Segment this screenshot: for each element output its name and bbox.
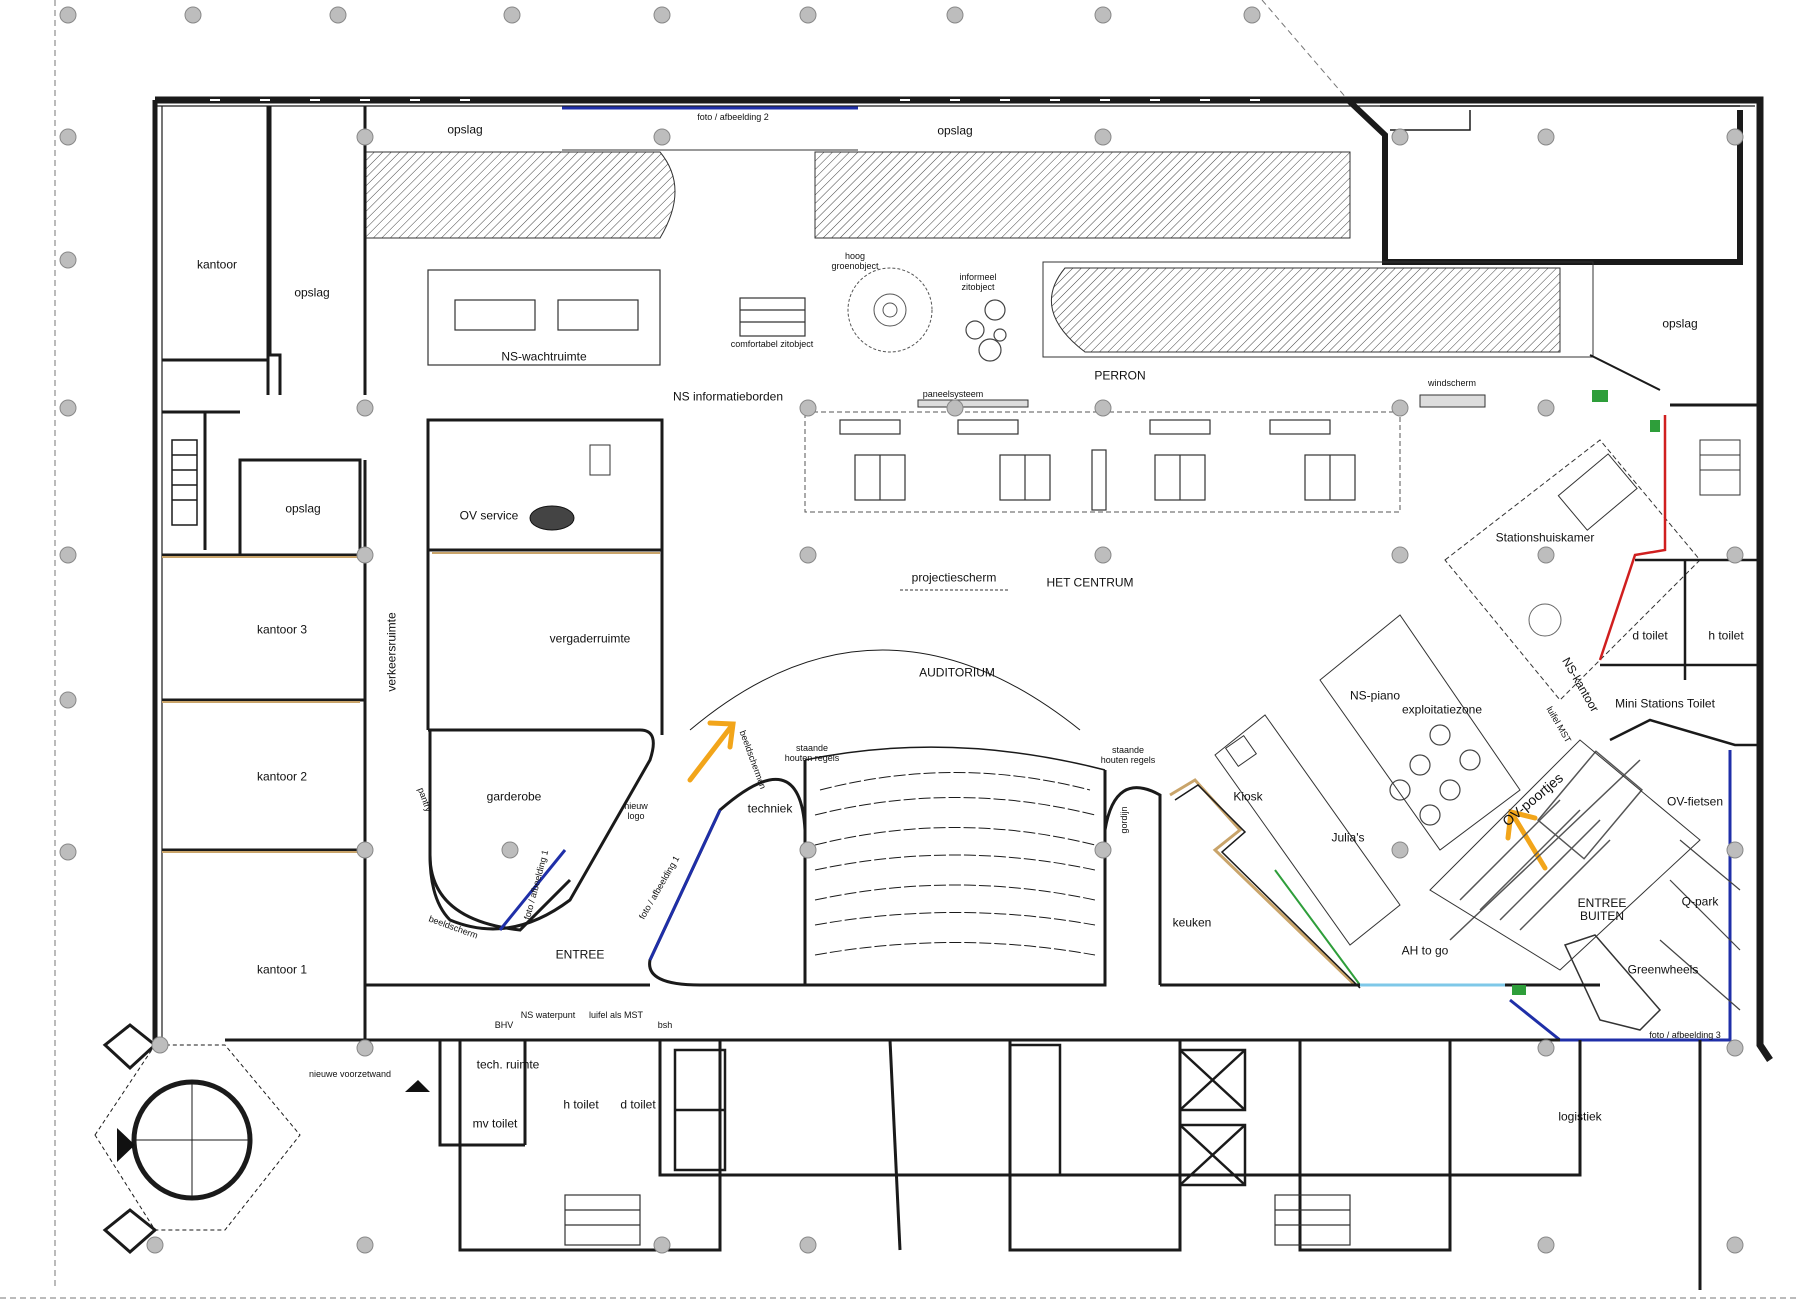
label-greenwheels: Greenwheels bbox=[1627, 962, 1699, 977]
label-staande-houten-regels-right: staande houten regels bbox=[1100, 745, 1156, 765]
label-ns-informatieborden: NS informatieborden bbox=[672, 389, 784, 404]
label-comfortabel-zitobject: comfortabel zitobject bbox=[730, 339, 814, 350]
elevators bbox=[673, 1043, 1247, 1187]
room-mv-toilet: mv toilet bbox=[472, 1116, 518, 1131]
label-bsh: bsh bbox=[657, 1020, 673, 1031]
ov-service-desk bbox=[529, 505, 575, 531]
label-beeldscherm: beeldscherm bbox=[427, 913, 480, 941]
tree-object bbox=[847, 267, 933, 353]
room-kantoor-2: kantoor 2 bbox=[256, 769, 308, 784]
label-bhv: BHV bbox=[494, 1020, 514, 1031]
label-nieuwe-voorzetwand: nieuwe voorzetwand bbox=[308, 1069, 392, 1080]
label-paneelsysteem: paneelsysteem bbox=[922, 389, 984, 400]
entree-buiten-zone bbox=[1429, 739, 1701, 971]
stair-left bbox=[171, 439, 198, 526]
revolving-door bbox=[94, 1023, 301, 1254]
exit-sign-icon bbox=[1592, 390, 1608, 402]
room-opslag-left: opslag bbox=[294, 285, 330, 300]
room-opslag-mid-left: opslag bbox=[285, 501, 321, 516]
hatched-area-right bbox=[1050, 267, 1561, 353]
arrow-up-icon bbox=[687, 720, 1548, 871]
label-staande-houten-regels-left: staande houten regels bbox=[784, 743, 840, 763]
label-beeldschermen: beeldschermen bbox=[737, 729, 769, 791]
arrow-right-icon bbox=[117, 1128, 135, 1162]
room-kantoor: kantoor bbox=[196, 257, 238, 272]
label-ov-fietsen: OV-fietsen bbox=[1666, 794, 1724, 809]
label-informeel-zitobject: informeel zitobject bbox=[959, 272, 997, 292]
label-foto-3: foto / afbeelding 3 bbox=[1649, 1030, 1721, 1041]
label-pantry: pantry bbox=[415, 786, 434, 814]
exploitatie-seats bbox=[1389, 724, 1481, 826]
label-projectiescherm: projectiescherm bbox=[911, 570, 997, 585]
room-d-toilet: d toilet bbox=[620, 1097, 656, 1112]
label-entree: ENTREE bbox=[555, 947, 605, 962]
room-opslag-top-left: opslag bbox=[447, 122, 483, 137]
hatched-area-mid bbox=[814, 151, 1351, 239]
label-gordijn: gordijn bbox=[1119, 806, 1130, 834]
room-keuken: keuken bbox=[1172, 915, 1212, 930]
q-park-ramps bbox=[1659, 839, 1741, 1011]
label-ov-poortjes: OV-poortjes bbox=[1499, 769, 1567, 830]
room-logistiek: logistiek bbox=[1558, 1109, 1602, 1124]
label-q-park: Q-park bbox=[1681, 894, 1719, 909]
red-wall bbox=[1598, 415, 1667, 661]
car-greenwheels bbox=[1563, 934, 1662, 1031]
label-ns-piano: NS-piano bbox=[1349, 688, 1401, 703]
room-vergaderruimte: vergaderruimte bbox=[549, 631, 631, 646]
auditorium bbox=[689, 649, 1107, 987]
label-nieuw-logo: nieuw logo bbox=[624, 801, 648, 821]
label-entree-buiten: ENTREE BUITEN bbox=[1577, 895, 1627, 923]
ov-poortjes bbox=[1449, 750, 1643, 941]
room-kantoor-1: kantoor 1 bbox=[256, 962, 308, 977]
label-foto-1a: foto / afbeelding 1 bbox=[636, 854, 682, 922]
columns bbox=[59, 6, 1744, 1254]
room-h-toilet-right: h toilet bbox=[1708, 628, 1744, 643]
label-windscherm: windscherm bbox=[1427, 378, 1477, 389]
label-hoog-groenobject: hoog groenobject bbox=[831, 251, 879, 271]
kiosk-wall bbox=[1169, 778, 1357, 987]
room-kiosk: Kiosk bbox=[1233, 789, 1263, 804]
garderobe-wall bbox=[428, 728, 655, 931]
room-garderobe: garderobe bbox=[486, 789, 542, 804]
label-foto-1b: foto / afbeelding 1 bbox=[521, 848, 551, 921]
room-ov-service: OV service bbox=[459, 508, 519, 523]
label-ns-waterpunt: NS waterpunt bbox=[520, 1010, 576, 1021]
tables bbox=[839, 419, 1356, 511]
ns-wachtruimte-furniture bbox=[427, 269, 806, 366]
blue-wall-right bbox=[1509, 750, 1732, 1042]
room-opslag-top-mid: opslag bbox=[937, 123, 973, 138]
informeel-zitobject bbox=[965, 299, 1007, 362]
room-opslag-right: opslag bbox=[1662, 316, 1698, 331]
label-julias: Julia's bbox=[1331, 830, 1365, 845]
label-exploitatiezone: exploitatiezone bbox=[1401, 702, 1483, 717]
room-auditorium: AUDITORIUM bbox=[919, 665, 995, 680]
label-verkeersruimte: verkeersruimte bbox=[384, 612, 399, 692]
label-het-centrum: HET CENTRUM bbox=[1046, 575, 1134, 590]
hatched-area-left bbox=[364, 151, 676, 239]
exploitatiezone bbox=[1319, 614, 1521, 851]
techniek-wall bbox=[648, 777, 807, 987]
room-h-toilet: h toilet bbox=[563, 1097, 599, 1112]
room-d-toilet-right: d toilet bbox=[1632, 628, 1668, 643]
room-ns-wachtruimte: NS-wachtruimte bbox=[501, 349, 587, 364]
arrow-up-icon bbox=[405, 1080, 430, 1092]
room-mini-stations-toilet: Mini Stations Toilet bbox=[1615, 696, 1715, 711]
right-rounded-wall bbox=[1103, 786, 1162, 985]
label-perron: PERRON bbox=[1094, 368, 1146, 383]
room-stationshuiskamer: Stationshuiskamer bbox=[1495, 530, 1595, 545]
room-techniek: techniek bbox=[747, 801, 793, 816]
room-tech-ruimte: tech. ruimte bbox=[476, 1057, 540, 1072]
label-ns-kantoor: NS-kantoor bbox=[1559, 654, 1602, 715]
label-ah-to-go: AH to go bbox=[1401, 943, 1449, 958]
label-luifel-als-mst: luifel als MST bbox=[588, 1010, 644, 1021]
label-luifel-mst-right: luifel MST bbox=[1544, 704, 1574, 745]
label-foto-2: foto / afbeelding 2 bbox=[697, 112, 769, 123]
stair-bottom bbox=[564, 1194, 1351, 1246]
room-kantoor-3: kantoor 3 bbox=[256, 622, 308, 637]
